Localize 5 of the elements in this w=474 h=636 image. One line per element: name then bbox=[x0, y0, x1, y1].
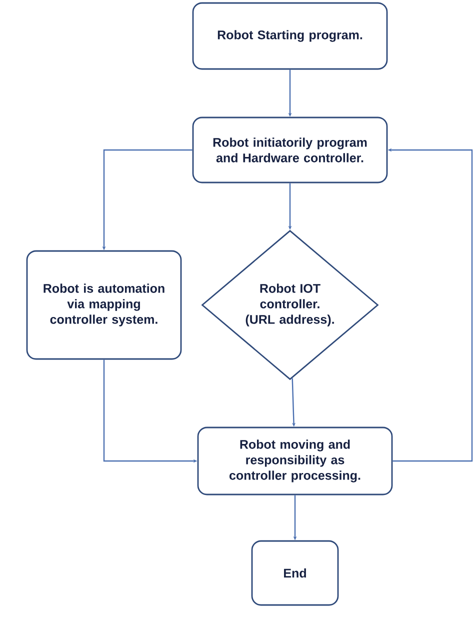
process-box: Robot moving and responsibility as controller processing. bbox=[197, 426, 393, 496]
end-box: End bbox=[251, 540, 339, 606]
process-box: Robot Starting program. bbox=[192, 2, 388, 70]
process-box: Robot is automation via mapping controller system. bbox=[26, 250, 182, 360]
process-box: Robot initiatorily program and Hardware controller. bbox=[192, 116, 388, 184]
